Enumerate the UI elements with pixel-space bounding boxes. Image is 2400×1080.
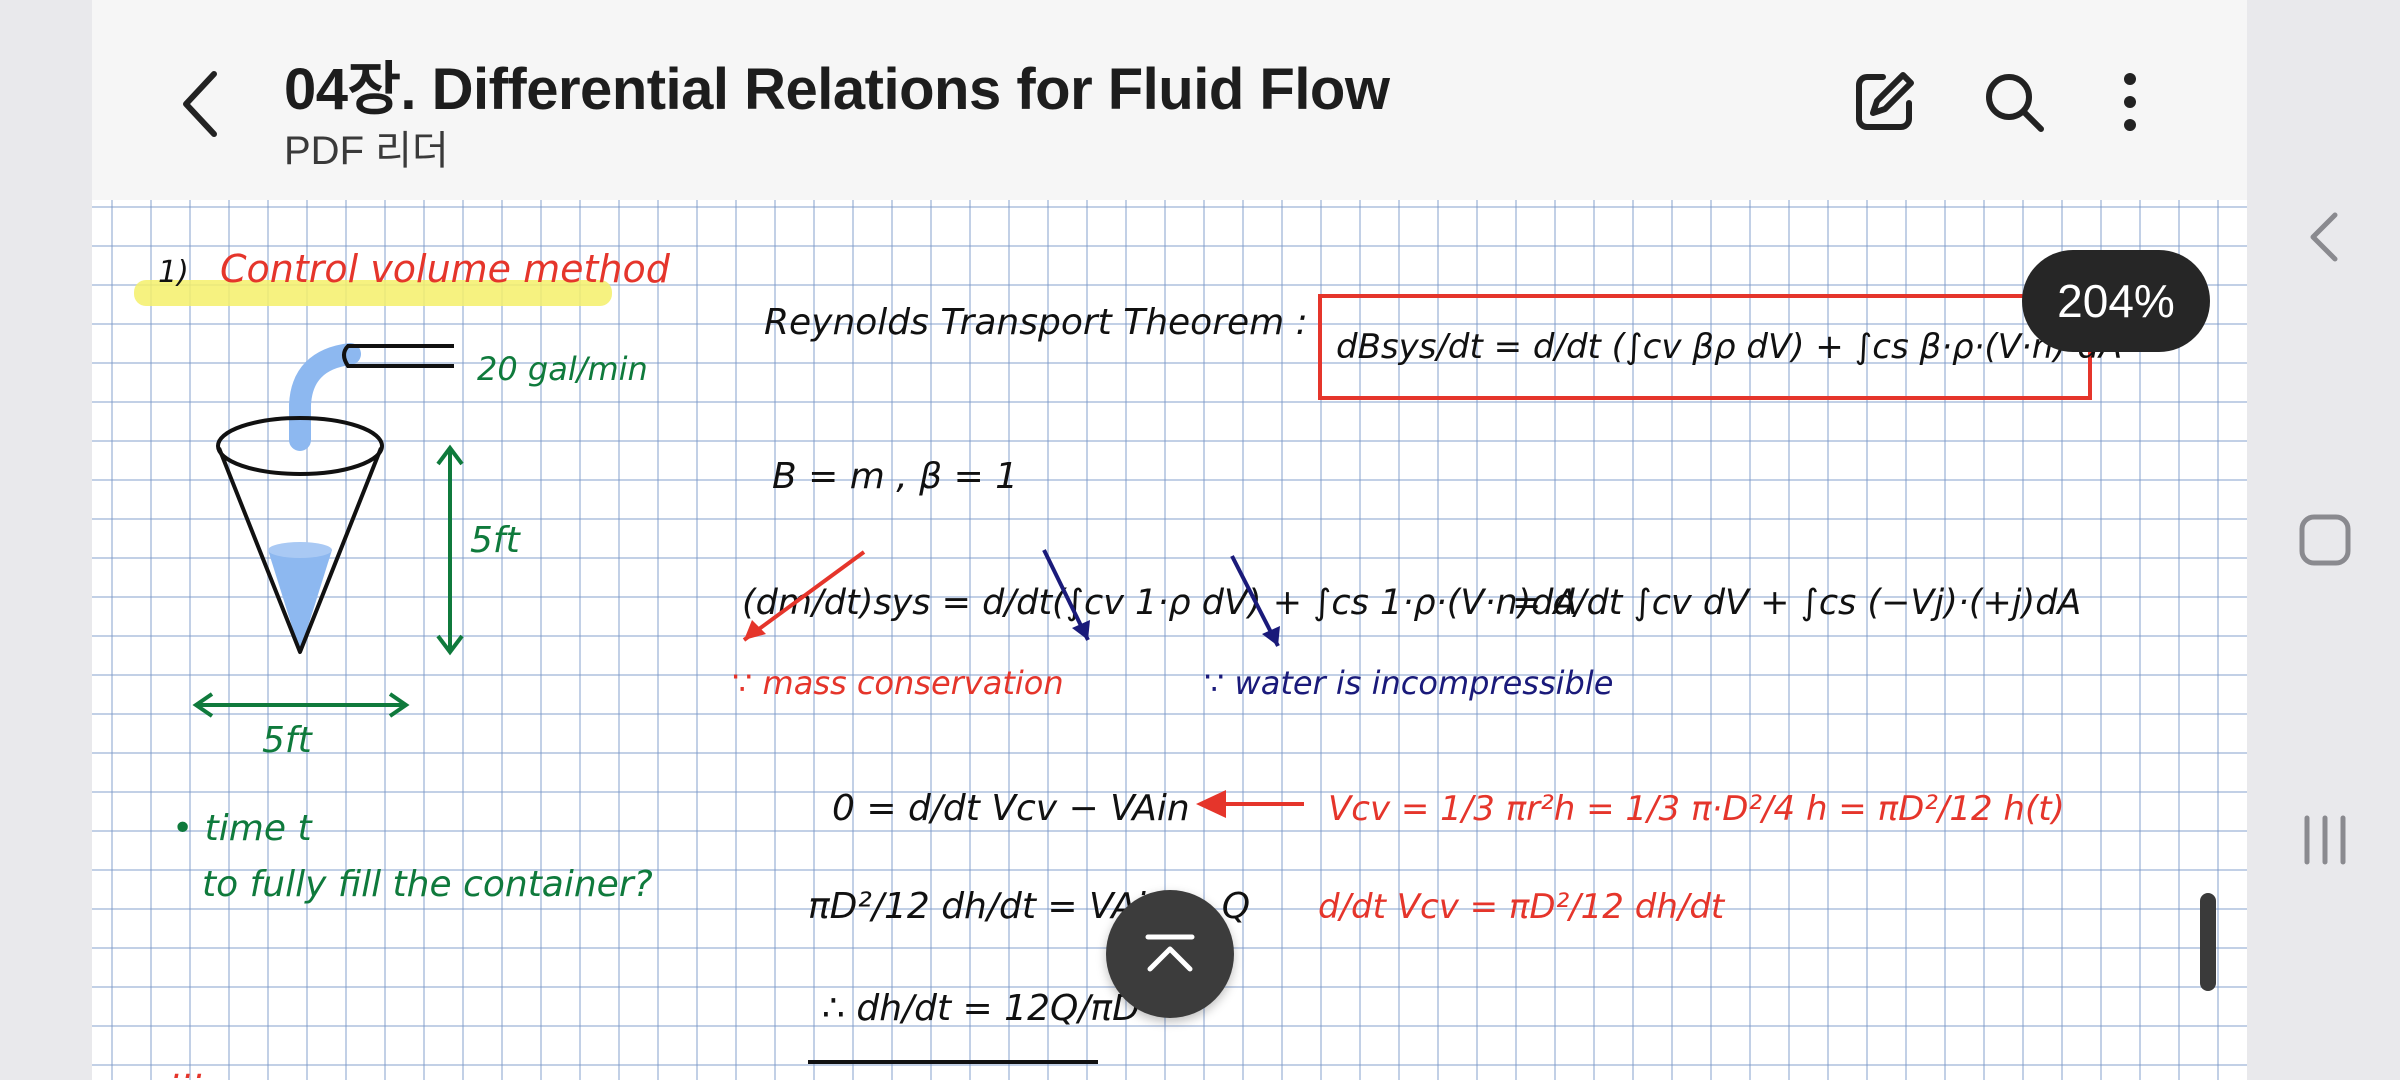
pipe	[342, 344, 454, 368]
height-label: 5ft	[470, 520, 522, 561]
nav-back-button[interactable]	[2280, 192, 2370, 282]
red-strike-arrow	[742, 550, 866, 642]
nav-recents-button[interactable]	[2280, 795, 2370, 885]
vcv-definition: Vcv = 1/3 πr²h = 1/3 π·D²/4 h = πD²/12 h…	[1328, 789, 2065, 829]
dvcv-equation: d/dt Vcv = πD²/12 dh/dt	[1318, 887, 1726, 927]
back-arrow-icon	[183, 71, 217, 137]
edit-button[interactable]	[1834, 52, 1934, 152]
page-title: 04장. Differential Relations for Fluid Fl…	[284, 57, 1390, 122]
pdf-reader-app: 04장. Differential Relations for Fluid Fl…	[92, 0, 2247, 1080]
nav-recents-icon	[2304, 815, 2346, 865]
red-strike-arrowhead	[744, 620, 766, 640]
cone-body	[217, 447, 383, 654]
back-button[interactable]	[152, 54, 252, 154]
nav-home-button[interactable]	[2280, 495, 2370, 585]
section-heading: Control volume method	[220, 247, 671, 291]
width-arrow-right	[388, 692, 410, 718]
eq-zero: 0 = d/dt Vcv − VAin	[832, 788, 1190, 829]
question-line-1: • time t	[172, 808, 313, 849]
navy-arrowhead-2	[1262, 626, 1280, 646]
width-label: 5ft	[262, 720, 314, 761]
app-header: 04장. Differential Relations for Fluid Fl…	[92, 0, 2247, 200]
scroll-to-top-icon	[1145, 934, 1195, 972]
result-equation: ∴ dh/dt = 12Q/πD²	[822, 988, 1154, 1029]
flow-rate-label: 20 gal/min	[477, 350, 648, 388]
heading-highlight	[134, 280, 612, 306]
zoom-level-badge: 204%	[2022, 250, 2210, 352]
navy-arrowhead-1	[1072, 620, 1090, 640]
mass-equation: (dm/dt)sys = d/dt(∫cv 1·ρ dV) + ∫cs 1·ρ·…	[742, 583, 1577, 623]
incompressible-note: ∵ water is incompressible	[1204, 664, 1613, 702]
red-left-arrowhead	[1196, 790, 1226, 818]
nav-back-icon	[2310, 212, 2338, 262]
rtt-label: Reynolds Transport Theorem :	[764, 302, 1308, 343]
more-options-icon	[2124, 73, 2136, 131]
heading-bullet: 1)	[158, 255, 189, 290]
water-surface	[268, 542, 332, 558]
height-arrow-bottom	[436, 634, 464, 656]
more-options-button[interactable]	[2080, 52, 2180, 152]
width-arrow-left	[192, 692, 214, 718]
water-stream	[289, 343, 361, 451]
mass-conservation-note: ∵ mass conservation	[732, 664, 1064, 702]
height-arrow-top	[436, 444, 464, 466]
cone-rim	[216, 416, 384, 476]
nav-home-icon	[2299, 514, 2351, 566]
page-subtitle: PDF 리더	[284, 129, 449, 173]
rtt-formula: dBsys/dt = d/dt (∫cv βρ dV) + ∫cs β·ρ·(V…	[1336, 327, 2122, 367]
question-line-2: to fully fill the container?	[202, 864, 653, 905]
partial-bottom-text: …	[172, 1047, 206, 1080]
cone-water	[268, 544, 332, 652]
edit-icon	[1856, 72, 1914, 130]
mass-equation-rhs: = d/dt ∫cv dV + ∫cs (−Vj)·(+j)dA	[1512, 583, 2081, 623]
search-button[interactable]	[1964, 52, 2064, 152]
scroll-to-top-button[interactable]	[1106, 890, 1234, 1018]
b-definition: B = m , β = 1	[772, 456, 1018, 497]
scrollbar-thumb[interactable]	[2200, 893, 2216, 991]
search-icon	[1986, 74, 2044, 132]
